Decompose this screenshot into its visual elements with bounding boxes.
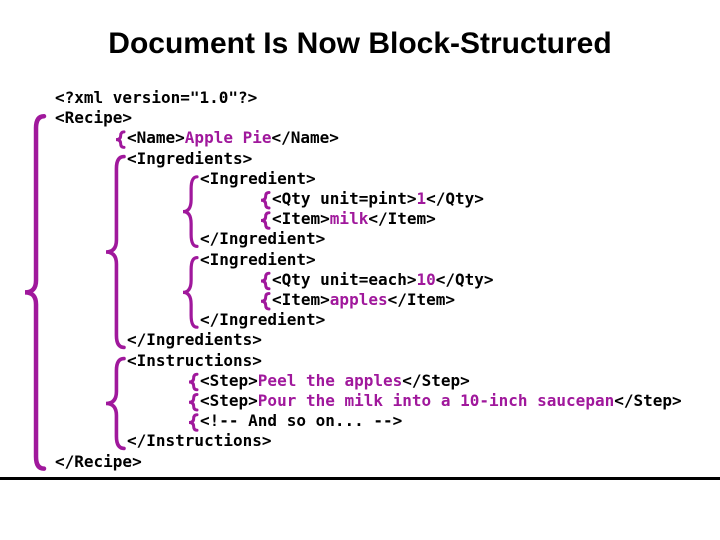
code-line: </Ingredient> xyxy=(200,310,325,330)
xml-markup-segment: <Step> xyxy=(200,370,258,390)
code-line: <Qty unit=pint>1</Qty> xyxy=(272,189,484,209)
code-line: <Ingredient> xyxy=(200,169,316,189)
code-line: <?xml version="1.0"?> xyxy=(55,88,257,108)
xml-markup-segment: </Ingredient> xyxy=(200,229,326,249)
xml-value-segment: Peel the apples xyxy=(257,370,403,390)
code-line: </Instructions> xyxy=(127,431,272,451)
xml-markup-segment: <Ingredients> xyxy=(127,148,253,168)
xml-markup-segment: <Ingredient> xyxy=(200,249,316,269)
code-line: </Recipe> xyxy=(55,452,142,472)
xml-markup-segment: <Ingredient> xyxy=(200,168,316,188)
xml-markup-segment: </Qty> xyxy=(426,189,484,208)
xml-markup-segment: <Item> xyxy=(272,209,330,229)
xml-markup-segment: <?xml version="1.0"?> xyxy=(55,88,258,107)
code-line: </Ingredients> xyxy=(127,330,262,350)
code-line: <Name>Apple Pie</Name> xyxy=(127,128,339,148)
xml-value-segment: Pour the milk into a 10-inch saucepan xyxy=(257,391,615,410)
xml-markup-segment: </Step> xyxy=(402,370,470,390)
xml-markup-segment: <Recipe> xyxy=(55,108,133,128)
xml-markup-segment: <Step> xyxy=(200,391,258,410)
code-line: <Ingredient> xyxy=(200,250,316,270)
code-line: <Step>Peel the apples</Step> xyxy=(200,371,470,391)
code-line: <Qty unit=each>10</Qty> xyxy=(272,270,494,290)
code-line: <Step>Pour the milk into a 10-inch sauce… xyxy=(200,391,682,411)
xml-value-segment: milk xyxy=(329,209,369,229)
xml-markup-segment: </Item> xyxy=(368,209,436,229)
xml-markup-segment: </Item> xyxy=(387,290,456,309)
xml-markup-segment: </Qty> xyxy=(435,269,494,289)
page-title: Document Is Now Block-Structured xyxy=(108,27,612,60)
xml-value-segment: apples xyxy=(329,290,388,309)
xml-markup-segment: <Qty unit=each> xyxy=(272,269,417,289)
xml-markup-segment: </Name> xyxy=(271,128,339,148)
xml-markup-segment: </Instructions> xyxy=(127,431,272,451)
xml-markup-segment: <Item> xyxy=(272,290,330,309)
xml-value-segment: Apple Pie xyxy=(184,128,272,148)
code-line: <Item>milk</Item> xyxy=(272,209,436,229)
xml-markup-segment: </Ingredients> xyxy=(127,330,262,350)
xml-markup-segment: <Name> xyxy=(127,128,185,148)
code-line: <Recipe> xyxy=(55,108,132,128)
xml-value-segment: 1 xyxy=(416,189,427,208)
xml-markup-segment: <Instructions> xyxy=(127,350,262,370)
code-line: </Ingredient> xyxy=(200,229,325,249)
footer-divider xyxy=(0,477,720,480)
xml-markup-segment: </Step> xyxy=(614,391,682,410)
xml-markup-segment: </Ingredient> xyxy=(200,310,326,330)
xml-markup-segment: </Recipe> xyxy=(55,451,142,471)
code-line: <Ingredients> xyxy=(127,149,252,169)
code-line: <!-- And so on... --> xyxy=(200,411,402,431)
code-line: <Instructions> xyxy=(127,351,262,371)
xml-value-segment: 10 xyxy=(416,269,436,289)
code-line: <Item>apples</Item> xyxy=(272,290,455,310)
xml-markup-segment: <!-- And so on... --> xyxy=(200,411,403,431)
xml-markup-segment: <Qty unit=pint> xyxy=(272,189,417,208)
